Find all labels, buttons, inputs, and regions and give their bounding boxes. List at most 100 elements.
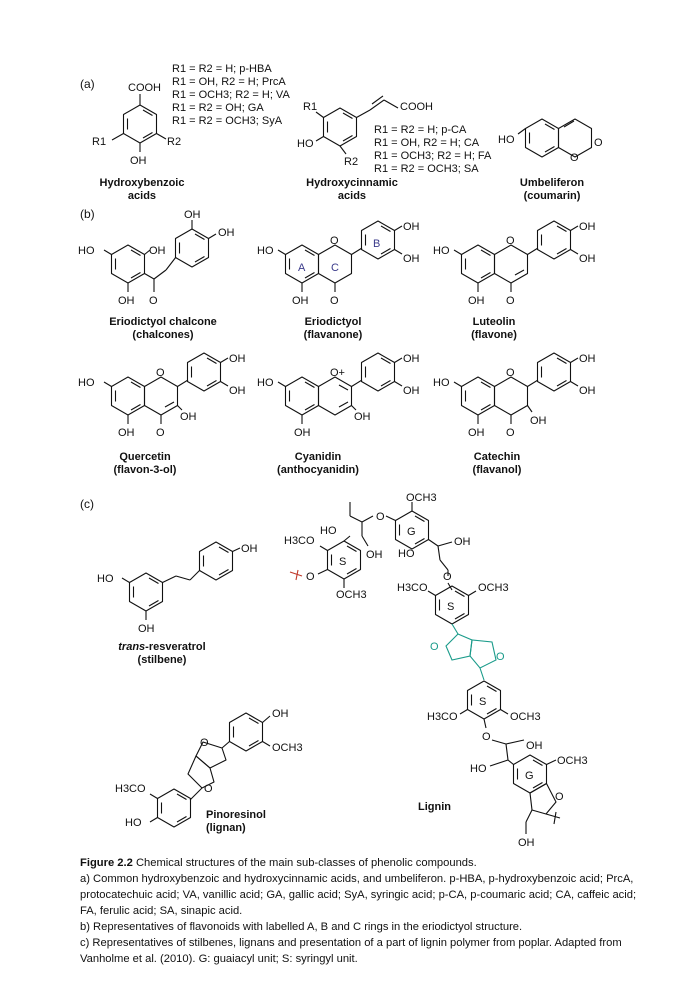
hydroxycinnamic-name: Hydroxycinnamic bbox=[306, 177, 398, 189]
hba-substituent: R1 = OH, R2 = H; PrcA bbox=[172, 76, 286, 88]
quercetin-oh: OH bbox=[180, 411, 197, 423]
resveratrol-oh: OH bbox=[138, 623, 155, 635]
lignin-o: O bbox=[306, 571, 315, 583]
hba-substituent: R1 = R2 = OCH3; SyA bbox=[172, 115, 283, 127]
lignin-cut-mark bbox=[295, 569, 299, 581]
eriodictyol-structure: HO OH O O OH OH A B C bbox=[257, 220, 420, 307]
section-label-c: (c) bbox=[80, 497, 94, 511]
quercetin-oh: OH bbox=[229, 353, 246, 365]
lignin-cut-bond bbox=[289, 571, 303, 577]
catechin-ho: HO bbox=[433, 377, 450, 389]
hca-substituent: R1 = OCH3; R2 = H; FA bbox=[374, 150, 492, 162]
chalcone-oh: OH bbox=[149, 245, 166, 257]
caption-title-line: Figure 2.2 Chemical structures of the ma… bbox=[80, 855, 640, 871]
lignin-och3: OCH3 bbox=[336, 589, 367, 601]
caption-part-c: c) Representatives of stilbenes, lignans… bbox=[80, 937, 622, 965]
quercetin-ho: HO bbox=[78, 377, 95, 389]
lignin-name: Lignin bbox=[418, 801, 451, 813]
hydroxybenzoic-name-2: acids bbox=[128, 190, 156, 202]
hca-r2-label: R2 bbox=[344, 156, 358, 168]
umbeliferon-structure: HO O O bbox=[498, 118, 603, 164]
resveratrol-oh: OH bbox=[241, 543, 258, 555]
hba-r1-label: R1 bbox=[92, 136, 106, 148]
lignin-oh: OH bbox=[454, 536, 471, 548]
lignin-ho: HO bbox=[398, 548, 415, 560]
lignin-ho: HO bbox=[320, 525, 337, 537]
umb-o-ring-label: O bbox=[570, 152, 579, 164]
eriodictyol-ho: HO bbox=[257, 245, 274, 257]
hba-r2-label: R2 bbox=[167, 136, 181, 148]
quercetin-o-ring: O bbox=[156, 367, 165, 379]
cyanidin-oh: OH bbox=[354, 411, 371, 423]
caption-figure-number: Figure 2.2 bbox=[80, 857, 133, 869]
compound-class: (flavon-3-ol) bbox=[114, 464, 177, 476]
caption-title-text: Chemical structures of the main sub-clas… bbox=[135, 857, 477, 869]
pinoresinol-ho: HO bbox=[125, 817, 142, 829]
hydroxybenzoic-substituent-list: R1 = R2 = H; p-HBA R1 = OH, R2 = H; PrcA… bbox=[172, 63, 290, 127]
caption-part-a: a) Common hydroxybenzoic and hydroxycinn… bbox=[80, 873, 637, 917]
hca-r1-label: R1 bbox=[303, 101, 317, 113]
lignin-h3co: H3CO bbox=[427, 711, 458, 723]
lignin-unit-g: G bbox=[407, 526, 416, 538]
hca-substituent: R1 = OH, R2 = H; CA bbox=[374, 137, 480, 149]
compound-name: Eriodictyol bbox=[305, 316, 362, 328]
quercetin-oh: OH bbox=[229, 385, 246, 397]
pinoresinol-och3: OCH3 bbox=[272, 742, 303, 754]
pinoresinol-o: O bbox=[204, 783, 213, 795]
eriodictyol-chalcone-structure: HO OH OH O OH OH bbox=[78, 209, 235, 307]
lignin-o: O bbox=[482, 731, 491, 743]
umb-ho-label: HO bbox=[498, 134, 515, 146]
resveratrol-prefix: trans bbox=[118, 641, 145, 653]
luteolin-structure: HO OH O O OH OH bbox=[433, 220, 596, 307]
luteolin-o: O bbox=[506, 295, 515, 307]
cyanidin-oh: OH bbox=[294, 427, 311, 439]
lignin-och3: OCH3 bbox=[510, 711, 541, 723]
cyanidin-oh: OH bbox=[403, 385, 420, 397]
quercetin-structure: HO OH O O OH OH OH bbox=[78, 352, 246, 439]
chalcone-oh: OH bbox=[218, 227, 235, 239]
lignin-structure: OCH3 G O HO OH OH HO O S H3CO O OCH3 S bbox=[284, 492, 588, 849]
catechin-oh: OH bbox=[579, 353, 596, 365]
pinoresinol-o: O bbox=[200, 737, 209, 749]
lignin-o: O bbox=[376, 511, 385, 523]
compound-name: Catechin bbox=[474, 451, 521, 463]
lignin-cut-mark bbox=[553, 811, 557, 825]
hca-ho-label: HO bbox=[297, 138, 314, 150]
catechin-o-ring: O bbox=[506, 367, 515, 379]
lignin-unit-g: G bbox=[525, 770, 534, 782]
chalcone-oh: OH bbox=[184, 209, 201, 221]
luteolin-oh: OH bbox=[468, 295, 485, 307]
figure-2-2-chemical-structures: (a) COOH R1 R2 OH R1 = R2 = H; p-HBA R1 … bbox=[78, 63, 603, 849]
figure-caption: Figure 2.2 Chemical structures of the ma… bbox=[80, 855, 640, 967]
eriodictyol-o: O bbox=[330, 295, 339, 307]
eriodictyol-o-ring: O bbox=[330, 235, 339, 247]
hba-cooh-label: COOH bbox=[128, 82, 161, 94]
catechin-oh: OH bbox=[579, 385, 596, 397]
luteolin-ho: HO bbox=[433, 245, 450, 257]
lignin-oh: OH bbox=[518, 837, 535, 849]
lignin-o: O bbox=[555, 791, 564, 803]
compound-class: (flavanone) bbox=[304, 329, 363, 341]
pinoresinol-structure: OH OCH3 O O H3CO HO bbox=[115, 708, 303, 829]
hydroxybenzoic-acid-structure: COOH R1 R2 OH bbox=[92, 82, 181, 167]
chalcone-oh: OH bbox=[118, 295, 135, 307]
lignin-unit-s: S bbox=[479, 696, 486, 708]
compound-class: (flavanol) bbox=[473, 464, 522, 476]
hca-substituent: R1 = R2 = OCH3; SA bbox=[374, 163, 479, 175]
luteolin-o-ring: O bbox=[506, 235, 515, 247]
compound-name: Luteolin bbox=[473, 316, 516, 328]
hydroxycinnamic-acid-structure: COOH R1 HO R2 bbox=[297, 95, 433, 168]
resveratrol-class: (stilbene) bbox=[138, 654, 187, 666]
hba-oh-label: OH bbox=[130, 155, 147, 167]
quercetin-oh: OH bbox=[118, 427, 135, 439]
cyanidin-structure: HO OH O+ OH OH OH bbox=[257, 352, 420, 439]
lignin-och3: OCH3 bbox=[557, 755, 588, 767]
pinoresinol-class: (lignan) bbox=[206, 822, 246, 834]
compound-class: (flavone) bbox=[471, 329, 517, 341]
hydroxybenzoic-name: Hydroxybenzoic bbox=[100, 177, 185, 189]
ring-label-a: A bbox=[298, 262, 306, 274]
cyanidin-ho: HO bbox=[257, 377, 274, 389]
quercetin-o: O bbox=[156, 427, 165, 439]
lignin-o: O bbox=[443, 571, 452, 583]
pinoresinol-h3co: H3CO bbox=[115, 783, 146, 795]
